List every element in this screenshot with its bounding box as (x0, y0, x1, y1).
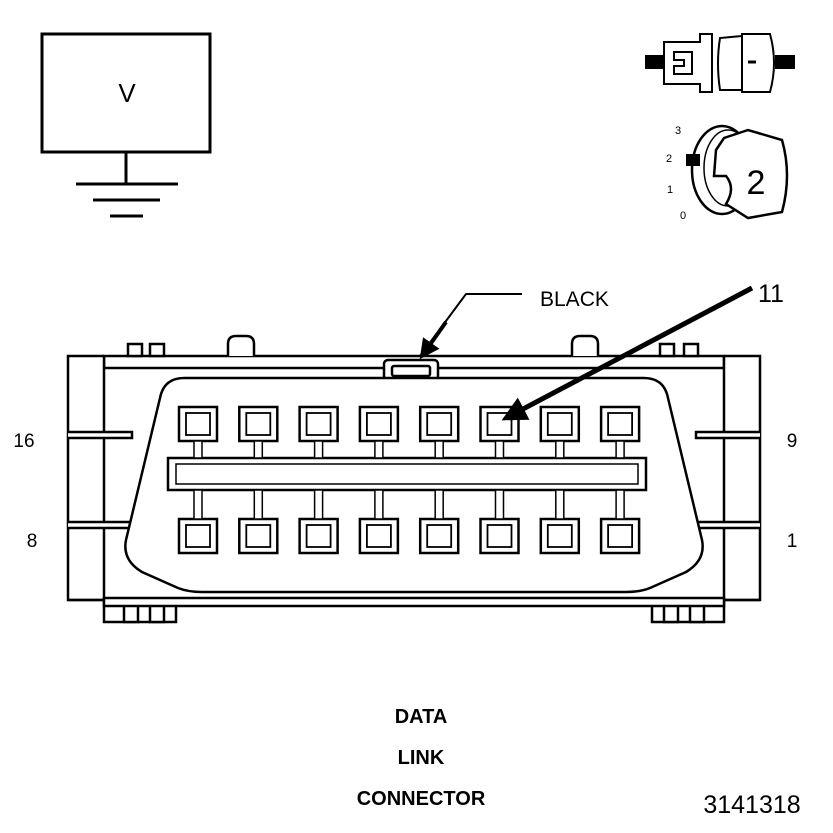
pin-callout: 11 (501, 280, 784, 421)
pin-cavity-9 (599, 405, 641, 459)
ignition-position-2: 2 (666, 153, 672, 165)
ground-symbol-icon (76, 182, 178, 218)
pin-number-9: 9 (787, 431, 798, 452)
pin-cavity-2 (539, 489, 581, 555)
pin-cavity-6 (298, 489, 339, 555)
wire-color-callout: BLACK (419, 288, 609, 360)
ignition-position-0: 0 (680, 210, 686, 222)
figure-number: 3141318 (703, 791, 800, 819)
pin-cavity-10 (539, 405, 581, 459)
ignition-position-1: 1 (667, 184, 673, 196)
pin-number-16: 16 (13, 431, 34, 452)
pin-cavity-4 (418, 489, 460, 555)
connector-connected-icon (645, 33, 795, 93)
connector-pin-cavities (177, 405, 641, 555)
pin-cavity-7 (238, 489, 279, 555)
pin-cavity-16 (177, 405, 219, 459)
voltmeter-to-ground-icon: V (40, 32, 212, 218)
ignition-key-switch-icon: 3 2 1 0 2 (666, 124, 789, 222)
diagram-title: DATA LINK CONNECTOR (357, 706, 486, 810)
title-line-link: LINK (398, 747, 445, 769)
ignition-position-3: 3 (675, 125, 681, 137)
pin-number-1: 1 (787, 531, 798, 552)
pin-cavity-14 (298, 405, 339, 459)
title-line-data: DATA (395, 706, 448, 728)
pin-cavity-1 (599, 489, 641, 555)
pin-cavity-5 (358, 489, 400, 555)
pin-cavity-15 (238, 405, 279, 459)
pin-cavity-8 (177, 489, 219, 555)
data-link-connector (66, 334, 762, 624)
title-line-connector: CONNECTOR (357, 788, 486, 810)
pin-callout-number: 11 (758, 280, 784, 308)
pin-number-8: 8 (27, 531, 38, 552)
pin-cavity-3 (479, 489, 520, 555)
ignition-selected-position: 2 (747, 164, 766, 202)
wire-color-label: BLACK (540, 288, 609, 311)
voltmeter-symbol: V (118, 78, 136, 108)
pin-cavity-12 (418, 405, 460, 459)
pin-cavity-13 (358, 405, 400, 459)
